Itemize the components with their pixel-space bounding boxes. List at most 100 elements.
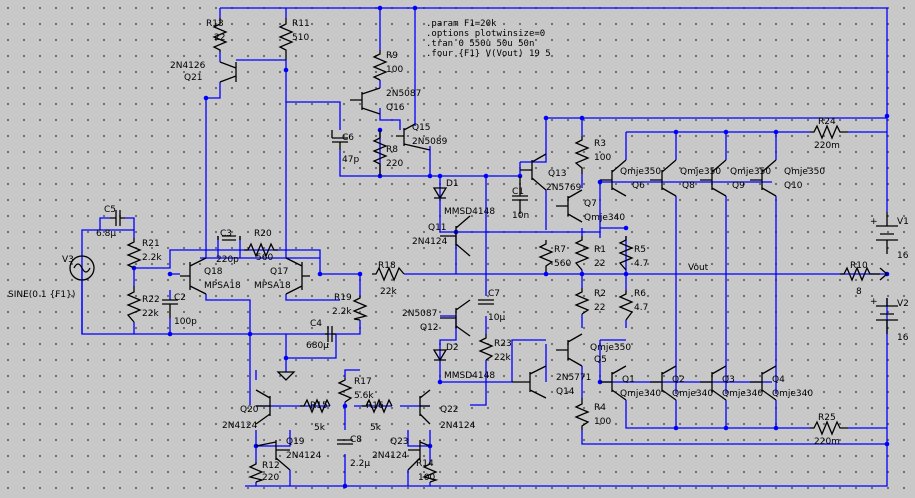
label-r1-name: R1 <box>594 245 606 255</box>
resistor-r1 <box>574 236 590 271</box>
label-q4-name: Q4 <box>772 375 785 385</box>
label-q2-model: Qmje340 <box>672 389 713 399</box>
capacitor-c4 <box>325 326 336 342</box>
label-r19-value: 2.2k <box>332 307 352 317</box>
label-r6-name: R6 <box>634 289 646 299</box>
label-r15-name: R15 <box>310 401 328 411</box>
label-c6-name: C6 <box>342 133 354 143</box>
label-q19-model: 2N4124 <box>286 451 322 461</box>
transistor-q18 <box>180 257 207 295</box>
label-c4-value: 680µ <box>306 341 329 351</box>
resistor-r3 <box>574 136 590 174</box>
capacitor-c6 <box>331 130 348 150</box>
directive-options: .options plotwinsize=0 <box>426 29 545 39</box>
resistor-r2 <box>574 288 590 315</box>
label-r22-value: 22k <box>142 309 159 319</box>
label-c1-value: 10n <box>512 211 529 221</box>
label-r25-value: 220m <box>814 437 840 447</box>
transistor-q11 <box>440 215 471 257</box>
label-c1-name: C1 <box>512 187 524 197</box>
label-v3-name: V3 <box>62 255 74 265</box>
label-q16-model: 2N5087 <box>386 89 421 99</box>
label-q3-model: Qmje340 <box>722 389 763 399</box>
label-q21-model: 2N4126 <box>170 61 206 71</box>
label-r2-value: 22 <box>594 303 605 313</box>
label-r2-name: R2 <box>594 289 606 299</box>
label-r8-name: R8 <box>386 145 398 155</box>
ground-symbol <box>276 371 296 381</box>
resistor-r7 <box>538 240 554 272</box>
label-r3-name: R3 <box>594 139 606 149</box>
label-r14-name: R14 <box>416 459 434 469</box>
transistor-q8 <box>650 159 677 197</box>
label-c2-name: C2 <box>174 293 186 303</box>
label-c8-value: 2.2µ <box>350 459 370 469</box>
wires <box>81 7 888 487</box>
transistor-q17 <box>285 257 310 295</box>
label-v3-value: SINE(0 1 {F1}) <box>8 290 75 300</box>
label-d1-value: MMSD4148 <box>444 207 495 217</box>
label-r21-name: R21 <box>142 239 160 249</box>
resistor-r22 <box>126 286 142 323</box>
label-r20-value: 560 <box>256 253 273 263</box>
label-q1-model: Qmje340 <box>620 389 661 399</box>
label-r24-value: 220m <box>814 141 840 151</box>
label-r4-value: 100 <box>594 417 611 427</box>
label-q3-name: Q3 <box>722 375 735 385</box>
diode-d2 <box>432 349 448 362</box>
directive-four: .four {F1} V(Vout) 19 5 <box>426 49 551 59</box>
resistor-r15 <box>300 398 331 414</box>
label-q8-model: Qmje350 <box>680 167 721 177</box>
capacitor-c5 <box>110 210 125 226</box>
capacitor-c7 <box>478 299 494 305</box>
label-d2-name: D2 <box>446 343 459 353</box>
label-q15-model: 2N5089 <box>412 137 448 147</box>
label-c5-value: 6.8µ <box>96 229 116 239</box>
transistor-q19 <box>255 440 291 471</box>
label-c7-name: C7 <box>488 289 500 299</box>
label-r14-value: 100 <box>418 473 435 483</box>
transistor-q7 <box>556 189 583 223</box>
resistor-r11 <box>278 18 294 60</box>
label-q20-model: 2N4124 <box>222 421 258 431</box>
transistor-q3 <box>700 365 727 401</box>
transistor-q12 <box>440 299 471 337</box>
resistor-r16 <box>362 398 393 414</box>
transistor-symbols <box>180 61 777 471</box>
resistor-r8 <box>372 130 388 176</box>
resistor-r24 <box>810 124 848 140</box>
label-q23-model: 2N4124 <box>372 451 408 461</box>
resistor-r6 <box>618 290 634 321</box>
resistor-r5 <box>618 236 634 271</box>
label-v2-value: 16 <box>897 333 909 343</box>
label-q22-model: 2N4124 <box>440 421 476 431</box>
supply-v2: + <box>870 297 898 334</box>
capacitor-c2 <box>162 299 178 318</box>
directive-tran: .tran 0 550u 50u 50n <box>426 39 534 49</box>
label-v1-value: 16 <box>897 251 909 261</box>
label-q11-model: 2N4124 <box>412 237 448 247</box>
label-r1-value: 22 <box>594 259 605 269</box>
label-q21-name: Q21 <box>184 73 203 83</box>
label-r19-name: R19 <box>334 293 352 303</box>
label-q9-model: Qmje350 <box>730 167 771 177</box>
transistor-q14 <box>512 365 547 399</box>
label-r8-value: 220 <box>386 159 403 169</box>
label-r17-value: 5.6k <box>354 391 374 401</box>
label-r12-value: 220 <box>262 473 279 483</box>
directive-param: .param F1=20k <box>426 19 497 29</box>
resistor-r21 <box>126 238 142 269</box>
resistor-r19 <box>352 296 369 321</box>
capacitor-c8 <box>337 439 353 445</box>
transistor-q6 <box>600 159 627 197</box>
label-c4-name: C4 <box>310 319 322 329</box>
label-q18-name: Q18 <box>204 267 223 277</box>
label-q6-name: Q6 <box>632 181 645 191</box>
label-r7-value: 560 <box>554 259 571 269</box>
source-v3 <box>69 255 95 281</box>
label-r15-value: 5k <box>314 423 326 433</box>
resistor-r4 <box>574 398 590 430</box>
label-v2-name: V2 <box>897 299 909 309</box>
label-r9-value: 100 <box>386 65 403 75</box>
